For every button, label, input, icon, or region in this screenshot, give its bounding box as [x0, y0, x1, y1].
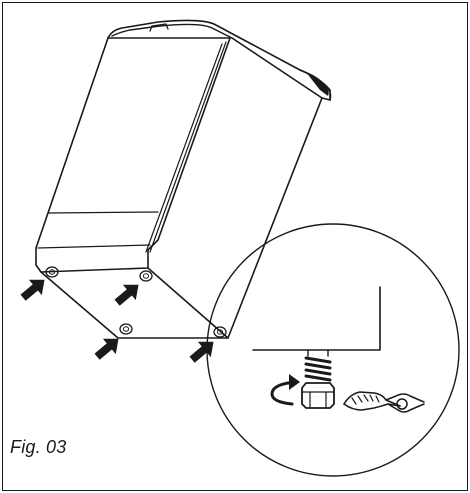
appliance-feet [45, 266, 227, 338]
foot-arrow-back-right [189, 341, 214, 363]
wrench-icon [343, 391, 425, 413]
foot-front-middle [139, 270, 153, 282]
foot-arrow-back-left [94, 338, 119, 360]
adjustable-foot-icon [301, 349, 335, 409]
foot-arrows [20, 279, 214, 363]
foot-front-left [45, 266, 59, 278]
rotate-arrow-icon [270, 374, 300, 406]
foot-back-right [213, 326, 227, 338]
figure-caption: Fig. 03 [10, 437, 67, 457]
appliance-cabinet [35, 19, 332, 339]
detail-view [206, 223, 460, 477]
foot-arrow-front-left [20, 279, 45, 301]
foot-back-left [119, 323, 133, 335]
foot-arrow-front-middle [114, 284, 139, 306]
